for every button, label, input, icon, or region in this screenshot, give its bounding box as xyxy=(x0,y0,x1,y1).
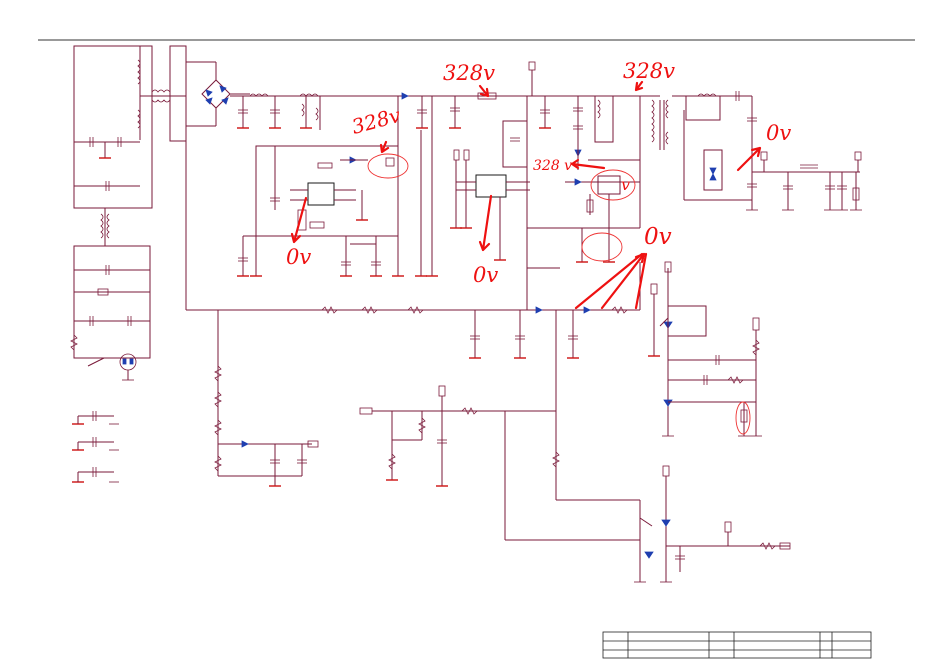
title-block xyxy=(603,632,871,658)
probe-circle-right xyxy=(736,402,750,434)
annotation-0v-right-top: 0v xyxy=(766,121,791,145)
test-point-top xyxy=(529,62,535,70)
pwm-controller-ic xyxy=(476,175,506,197)
annotation-328v-top-mid: 328v xyxy=(443,61,495,85)
test-point-out-lower xyxy=(725,522,731,532)
left-controller-ic xyxy=(308,183,334,205)
annotation-0v-right-mid: 0v xyxy=(644,224,672,250)
test-point-fb xyxy=(753,318,759,330)
annotation-0v-left: 0v xyxy=(286,245,311,269)
annotation-0v-center: 0v xyxy=(473,263,498,287)
emi-filter-section xyxy=(74,46,186,246)
test-point-out-2 xyxy=(855,152,861,160)
annotation-328v-top-right: 328v xyxy=(623,59,675,83)
lower-opto-section xyxy=(634,466,790,582)
ac-input-section xyxy=(71,246,150,380)
test-point-mid xyxy=(439,386,445,396)
bridge-rectifier xyxy=(186,46,250,310)
annotation-328v-left: 328v xyxy=(349,103,404,139)
control-transistor-section xyxy=(360,310,640,540)
ac-socket-icon xyxy=(120,354,136,370)
test-point-lower xyxy=(663,466,669,476)
secondary-output xyxy=(672,91,862,210)
annotation-v-mosfet: v xyxy=(621,175,630,194)
feedback-section xyxy=(648,262,762,436)
main-transformer xyxy=(640,96,668,150)
standby-section xyxy=(215,310,318,486)
ground-caps-left xyxy=(72,411,119,482)
test-point-out-1 xyxy=(761,152,767,160)
annotation-328v-mid: 328 v xyxy=(533,158,572,174)
probe-circle-mid xyxy=(582,233,622,261)
test-point-opto-1 xyxy=(651,284,657,294)
measurement-annotations: 328v 328v 328v 328 v v 0v 0v 0v 0v xyxy=(286,59,791,434)
left-controller-block xyxy=(237,96,438,276)
